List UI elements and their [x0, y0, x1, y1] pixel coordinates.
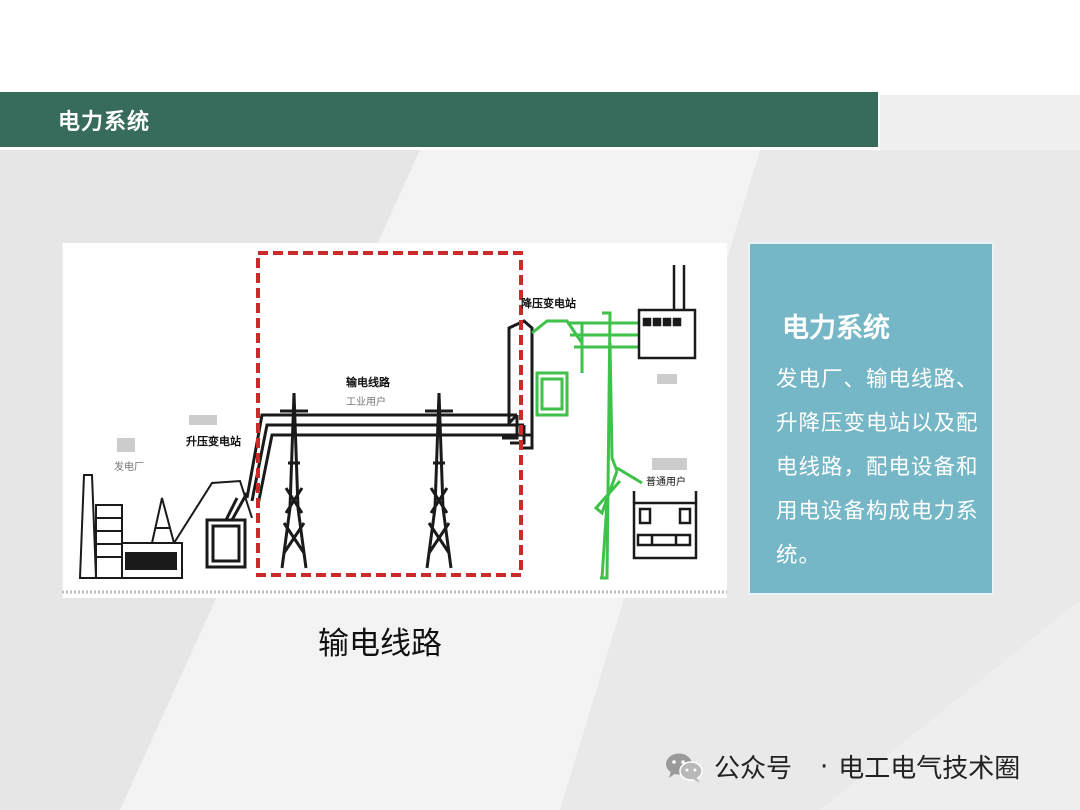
faint-marks: [117, 374, 687, 470]
info-box: 电力系统 发电厂、输电线路、升降压变电站以及配电线路，配电设备和用电设备构成电力…: [748, 242, 994, 595]
transmission-highlight-box: [256, 251, 523, 577]
info-text: 发电厂、输电线路、升降压变电站以及配电线路，配电设备和用电设备构成电力系统。: [776, 367, 979, 568]
info-title: 电力系统: [782, 313, 890, 344]
distribution-lines: [567, 311, 643, 580]
factory-icon: [637, 265, 697, 360]
transmission-tower-icon: [280, 392, 308, 569]
label-step-down-substation: 降压变电站: [521, 297, 576, 310]
diagram-drawing: [62, 243, 727, 598]
step-down-transformer-icon: [531, 319, 584, 417]
label-step-up-substation: 升压变电站: [186, 435, 241, 448]
header-bar: 电力系统: [0, 92, 878, 147]
footer-watermark: 公众号 · 电工电气技术圈: [664, 748, 1020, 785]
wechat-icon: [666, 753, 703, 783]
page-title: 电力系统: [58, 109, 151, 135]
label-industrial-user: 工业用户: [346, 397, 386, 408]
diagram-caption: 输电线路: [318, 626, 442, 662]
power-system-diagram: 降压变电站 输电线路 工业用户 升压变电站 发电厂 普通用户: [62, 243, 727, 598]
power-plant-icon: [78, 474, 253, 579]
transmission-tower-icon: [425, 392, 453, 569]
footer-separator: ·: [820, 751, 829, 782]
label-transmission-line: 输电线路: [346, 376, 390, 389]
house-icon: [632, 491, 698, 560]
footer-account-name: 电工电气技术圈: [838, 754, 1021, 784]
label-power-plant: 发电厂: [114, 462, 144, 473]
footer-account-label: 公众号: [714, 754, 793, 784]
step-up-transformer-icon: [205, 492, 249, 569]
label-ordinary-user: 普通用户: [646, 477, 686, 488]
